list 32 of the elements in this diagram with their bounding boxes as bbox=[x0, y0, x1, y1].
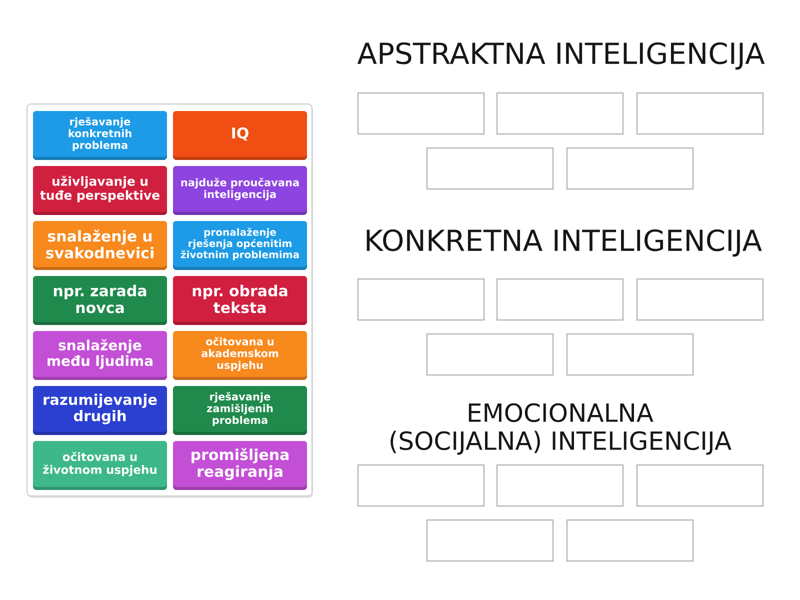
word-card: IQ bbox=[173, 111, 307, 160]
answer-box bbox=[496, 278, 624, 320]
word-card: pronalaženje rješenja općenitim životnim problemima bbox=[173, 221, 307, 270]
answer-box bbox=[566, 148, 694, 190]
answer-box bbox=[636, 464, 764, 506]
word-card: npr. obrada teksta bbox=[173, 276, 307, 325]
word-card: uživljavanje u tuđe perspektive bbox=[33, 166, 167, 215]
answer-box bbox=[496, 92, 624, 134]
answer-box bbox=[358, 278, 484, 320]
answer-box bbox=[566, 520, 694, 562]
word-card: promišljena reagiranja bbox=[173, 441, 307, 490]
answer-box bbox=[636, 92, 764, 134]
answer-box bbox=[358, 464, 484, 506]
answer-box bbox=[636, 278, 764, 320]
answer-box bbox=[566, 334, 694, 376]
word-card: očitovana u akademskom uspjehu bbox=[173, 331, 307, 380]
answer-box bbox=[426, 148, 554, 190]
category-heading: APSTRAKTNA INTELIGENCIJA bbox=[357, 42, 765, 70]
category-heading: EMOCIONALNA (SOCIJALNA) INTELIGENCIJA bbox=[390, 403, 732, 455]
answer-box bbox=[426, 520, 554, 562]
word-card: snalaženje među ljudima bbox=[33, 331, 167, 380]
word-card: razumijevanje drugih bbox=[33, 386, 167, 435]
word-card: najduže proučavana inteligencija bbox=[173, 166, 307, 215]
word-card: npr. zarada novca bbox=[33, 276, 167, 325]
word-card: rješavanje zamišljenih problema bbox=[173, 386, 307, 435]
word-card: očitovana u životnom uspjehu bbox=[33, 441, 167, 490]
word-card: snalaženje u svakodnevici bbox=[33, 221, 167, 270]
answer-box bbox=[496, 464, 624, 506]
answer-box bbox=[426, 334, 554, 376]
answer-box bbox=[358, 92, 484, 134]
word-card: rješavanje konkretnih problema bbox=[33, 111, 167, 160]
category-heading: KONKRETNA INTELIGENCIJA bbox=[366, 229, 762, 257]
